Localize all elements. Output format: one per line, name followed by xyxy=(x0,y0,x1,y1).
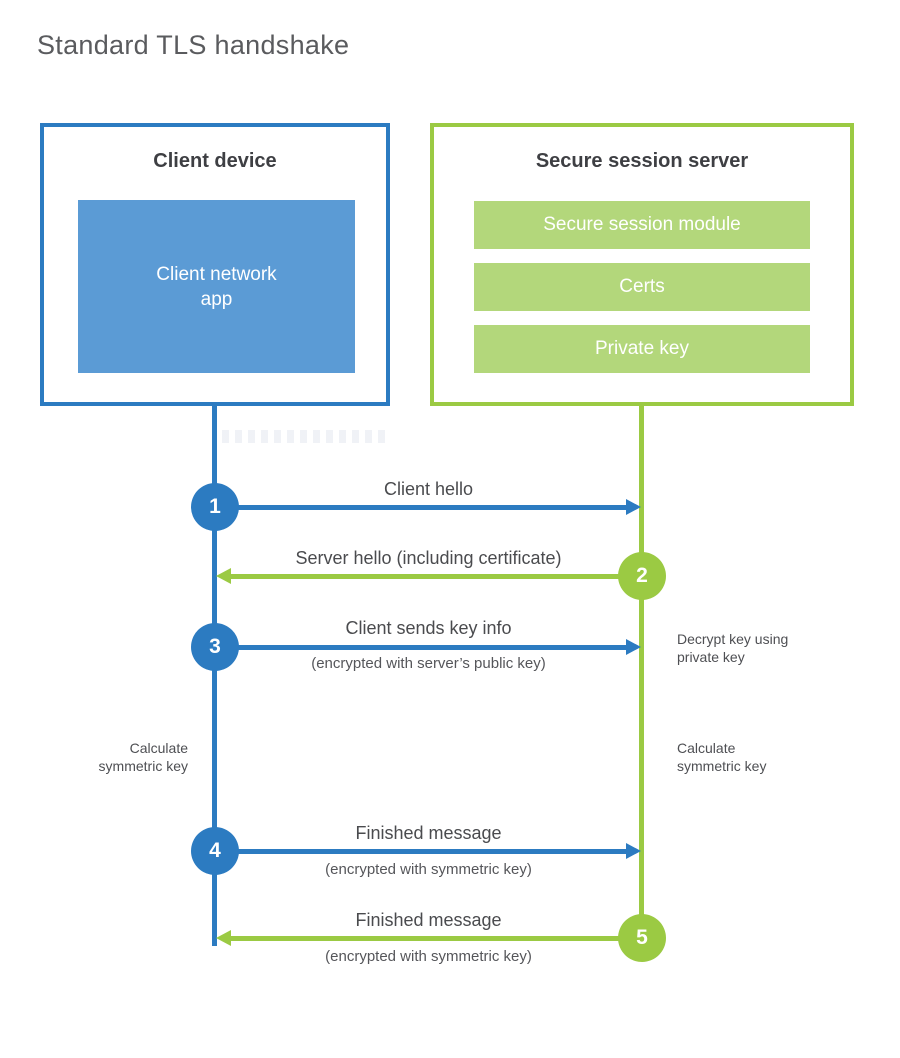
message-2-arrowhead-icon xyxy=(216,568,231,584)
client-device-header: Client device xyxy=(153,150,277,172)
step-1-marker: 1 xyxy=(191,483,239,531)
message-4-arrowhead-icon xyxy=(626,843,641,859)
note-calculate-symmetric-key-server: Calculate symmetric key xyxy=(677,740,767,774)
step-3-marker: 3 xyxy=(191,623,239,671)
client-lifeline xyxy=(212,405,217,946)
client-device-box: Client device Client network app xyxy=(40,123,390,406)
note-decrypt-key: Decrypt key using private key xyxy=(677,631,789,665)
message-1-arrow-line xyxy=(215,504,626,510)
server-module-certs: Certs xyxy=(474,263,810,311)
server-lifeline xyxy=(639,405,644,938)
message-5-arrow-line xyxy=(231,935,642,941)
message-3-arrowhead-icon xyxy=(626,639,641,655)
client-network-app-block: Client network app xyxy=(78,200,355,373)
message-1-label: Client hello xyxy=(383,479,474,499)
faint-dashes-artifact xyxy=(222,430,387,443)
step-2-marker: 2 xyxy=(618,552,666,600)
message-3-label: Client sends key info xyxy=(345,618,512,638)
message-2-label: Server hello (including certificate) xyxy=(295,548,562,568)
message-4-arrow-line xyxy=(215,848,626,854)
message-5-arrowhead-icon xyxy=(216,930,231,946)
server-module-secure-session-module: Secure session module xyxy=(474,201,810,249)
step-5-marker: 5 xyxy=(618,914,666,962)
note-calculate-symmetric-key-client: Calculate symmetric key xyxy=(98,740,188,774)
secure-session-server-header: Secure session server xyxy=(535,150,749,172)
message-5-sublabel: (encrypted with symmetric key) xyxy=(325,948,532,965)
message-1-arrowhead-icon xyxy=(626,499,641,515)
message-2-arrow-line xyxy=(231,573,642,579)
server-module-private-key: Private key xyxy=(474,325,810,373)
message-5-label: Finished message xyxy=(355,910,502,930)
page-title: Standard TLS handshake xyxy=(37,30,350,60)
message-4-label: Finished message xyxy=(355,823,502,843)
message-3-arrow-line xyxy=(215,644,626,650)
secure-session-server-box: Secure session server Secure session mod… xyxy=(430,123,854,406)
message-3-sublabel: (encrypted with server’s public key) xyxy=(311,655,546,672)
message-4-sublabel: (encrypted with symmetric key) xyxy=(325,861,532,878)
step-4-marker: 4 xyxy=(191,827,239,875)
